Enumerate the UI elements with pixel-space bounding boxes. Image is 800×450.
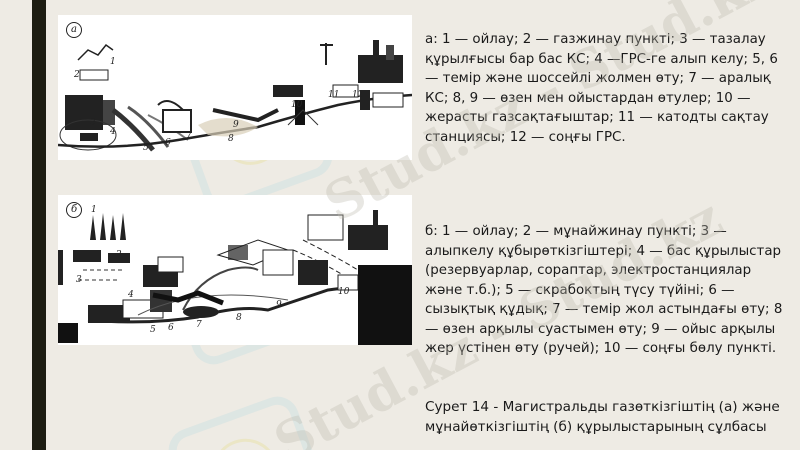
callout-number: 8 <box>228 134 234 144</box>
figure-label-b: б <box>66 202 82 218</box>
callout-number: 3 <box>90 118 96 128</box>
callout-number: 6 <box>165 138 171 148</box>
callout-number: 5 <box>143 143 149 153</box>
callout-number: 8 <box>236 313 242 323</box>
callout-number: 7 <box>186 131 192 141</box>
callout-number: 5 <box>150 325 156 335</box>
callout-number: 12 <box>352 90 364 100</box>
callout-number: 2 <box>116 250 122 260</box>
callout-number: 1 <box>91 205 97 215</box>
callout-number: 9 <box>276 300 282 310</box>
caption-oil-legend: б: 1 — ойлау; 2 — мұнайжинау пункті; 3 —… <box>425 224 783 356</box>
callout-number: 6 <box>168 323 174 333</box>
oil-pipeline-illustration <box>58 210 412 345</box>
callout-number: 9 <box>233 120 239 130</box>
callout-number: 10 <box>338 287 350 297</box>
watermark-logo <box>162 390 334 450</box>
figure-gas-pipeline-diagram: а 1 2 3 4 5 6 7 8 9 10 11 12 <box>58 15 412 160</box>
figure-label-a: а <box>66 22 82 38</box>
figure-title: Сурет 14 - Магистральды газөткізгіштің (… <box>425 399 780 435</box>
gas-pipeline-illustration <box>58 40 412 152</box>
callout-number: 3 <box>76 275 82 285</box>
caption-gas-legend: а: 1 — ойлау; 2 — газжинау пункті; 3 — т… <box>425 32 778 145</box>
accent-bar <box>32 0 46 450</box>
callout-number: 4 <box>110 127 116 137</box>
callout-number: 2 <box>74 70 80 80</box>
callout-number: 1 <box>110 57 116 67</box>
callout-number: 4 <box>128 290 134 300</box>
callout-number: 11 <box>328 90 340 100</box>
callout-number: 7 <box>196 320 202 330</box>
callout-number: 10 <box>291 100 303 110</box>
figure-oil-pipeline-diagram: б 1 2 3 4 5 6 7 8 9 10 <box>58 195 412 345</box>
